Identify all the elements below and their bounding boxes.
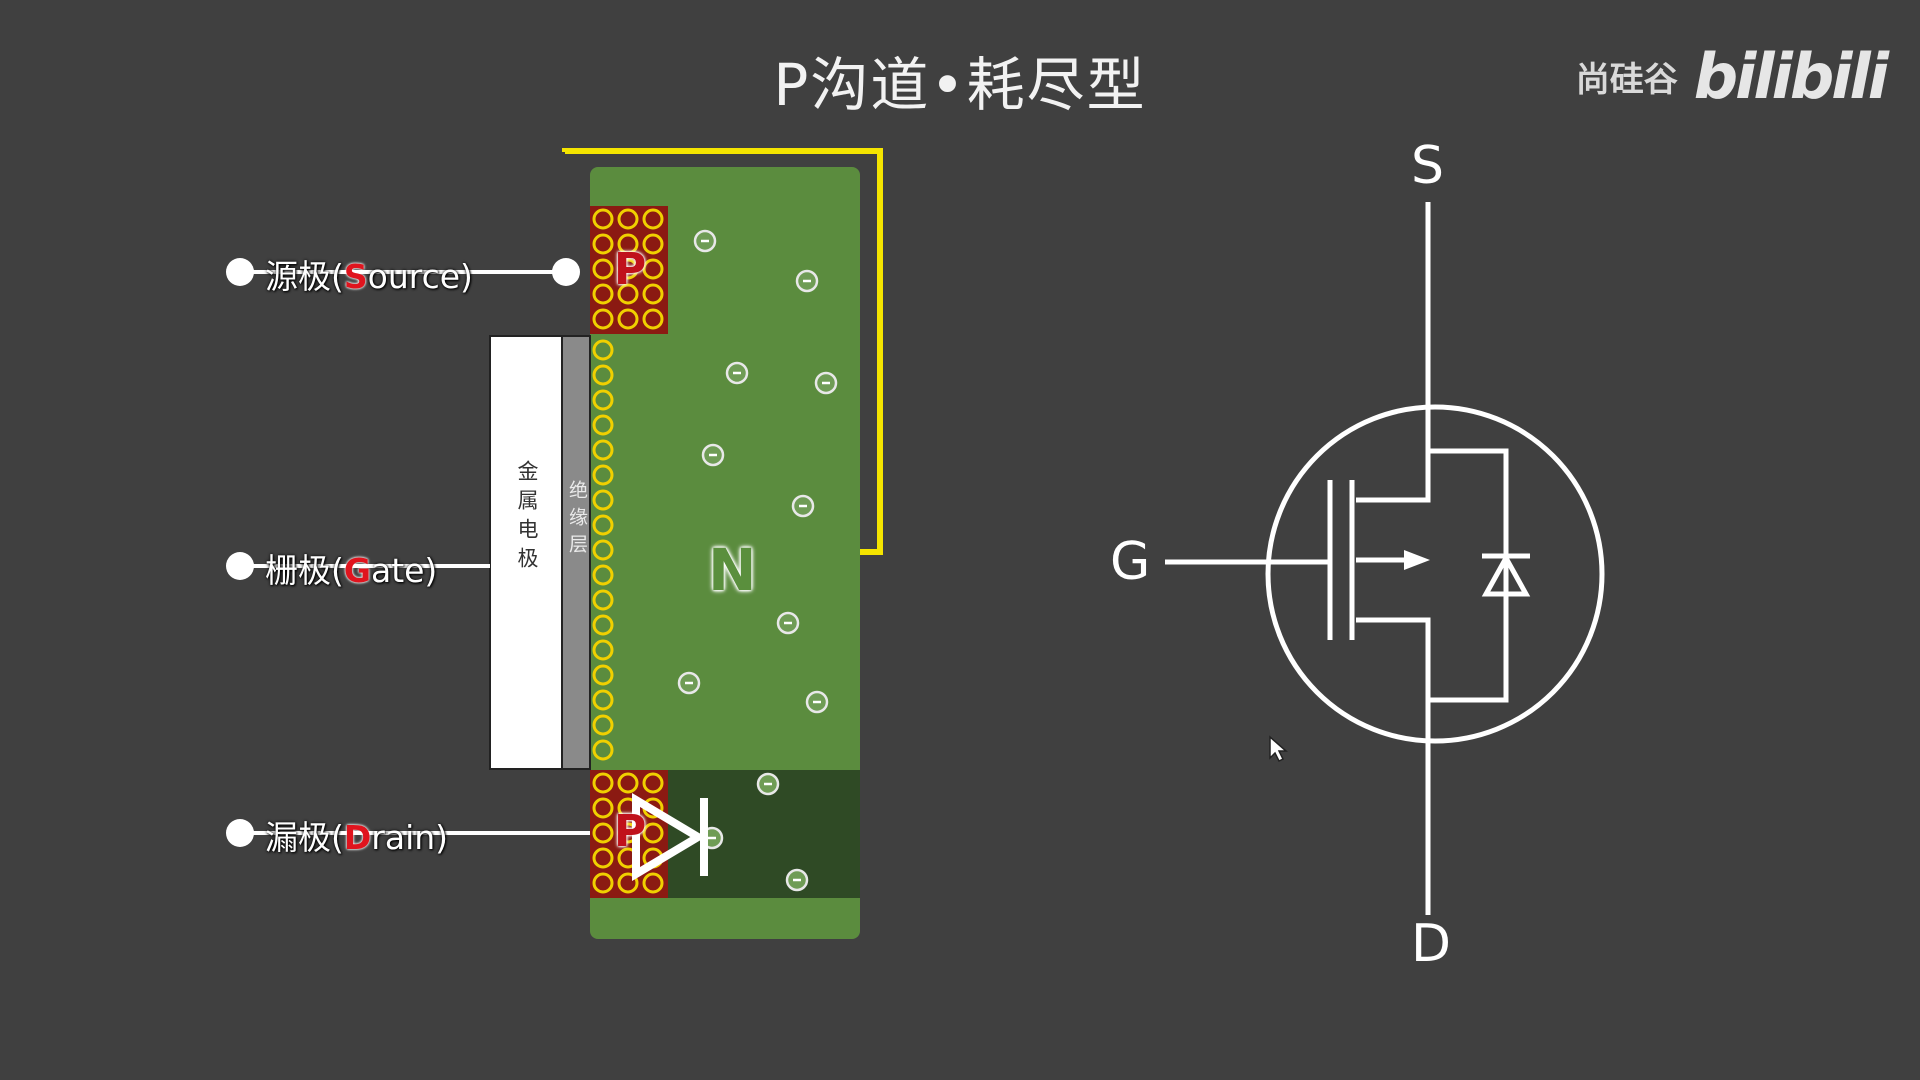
hole-carrier [592, 589, 614, 611]
hole-carrier [592, 664, 614, 686]
symbol-source-label: S [1411, 136, 1445, 196]
body-diode-wire [1428, 448, 1509, 703]
hole-carrier [592, 233, 614, 255]
hole-carrier [592, 539, 614, 561]
source-channel-line [1356, 451, 1431, 503]
hole-carrier [592, 283, 614, 305]
mouse-cursor-icon [1269, 735, 1288, 763]
gate-label: 栅极(Gate) [265, 544, 437, 592]
hole-carrier [592, 308, 614, 330]
electron-carrier [677, 671, 701, 695]
electron-carrier [791, 494, 815, 518]
bilibili-logo: bilibili [1693, 40, 1889, 113]
hole-carrier [592, 389, 614, 411]
hole-carrier [642, 772, 664, 794]
hole-carrier [592, 258, 614, 280]
electron-carrier [756, 772, 780, 796]
arrow-head-icon [1404, 550, 1430, 570]
hole-carrier [617, 872, 639, 894]
electron-carrier [776, 611, 800, 635]
hole-carrier [592, 797, 614, 819]
electron-carrier [693, 229, 717, 253]
hole-carrier [592, 439, 614, 461]
hole-carrier [617, 308, 639, 330]
hole-carrier [592, 689, 614, 711]
drain-dot [226, 819, 254, 847]
gate-label-cn: 栅极 [265, 551, 331, 590]
symbol-drain-label: D [1411, 914, 1452, 974]
hole-carrier [617, 208, 639, 230]
gate-label-rest: ate) [370, 551, 438, 590]
electron-carrier [785, 868, 809, 892]
source-label: 源极(Source) [265, 250, 473, 298]
mosfet-symbol [1165, 202, 1605, 915]
source-label-rest: ource) [367, 257, 473, 296]
hole-carrier [592, 847, 614, 869]
hole-carrier [592, 489, 614, 511]
hole-carrier [642, 872, 664, 894]
symbol-circle [1265, 404, 1605, 744]
hole-carrier [642, 233, 664, 255]
diode-icon [632, 792, 708, 882]
hole-carrier [592, 822, 614, 844]
hole-carrier [642, 208, 664, 230]
source-dot-right [552, 258, 580, 286]
hole-carrier [592, 639, 614, 661]
substrate-label: N [708, 536, 757, 604]
hole-carrier [592, 364, 614, 386]
electron-carrier [701, 443, 725, 467]
hole-carrier [592, 564, 614, 586]
hole-carrier [592, 872, 614, 894]
hole-carrier [642, 822, 664, 844]
electron-carrier [805, 690, 829, 714]
hole-carrier [592, 208, 614, 230]
electron-carrier [795, 269, 819, 293]
hole-carrier [592, 339, 614, 361]
hole-carrier [642, 283, 664, 305]
hole-carrier [592, 414, 614, 436]
hole-carrier [592, 739, 614, 761]
hole-carrier [617, 283, 639, 305]
electron-carrier [814, 371, 838, 395]
gate-label-initial: G [343, 551, 371, 590]
hole-carrier [617, 233, 639, 255]
hole-carrier [592, 714, 614, 736]
hole-carrier [617, 258, 639, 280]
drain-label-rest: rain) [371, 818, 449, 857]
source-dot-left [226, 258, 254, 286]
hole-carrier [617, 772, 639, 794]
source-label-cn: 源极 [265, 257, 331, 296]
drain-channel-line [1356, 617, 1431, 700]
hole-carrier [592, 614, 614, 636]
source-label-open: ( [331, 257, 344, 296]
n-substrate [590, 167, 860, 939]
hole-carriers [592, 208, 664, 894]
source-region-label: P [614, 244, 647, 295]
hole-carrier [592, 464, 614, 486]
hole-carrier [592, 772, 614, 794]
symbol-gate-label: G [1110, 532, 1151, 592]
brand: 尚硅谷 bilibili [1575, 40, 1889, 113]
gate-dot [226, 552, 254, 580]
hole-carrier [642, 258, 664, 280]
brand-name: 尚硅谷 [1575, 60, 1678, 100]
gate-label-open: ( [331, 551, 344, 590]
insulation-layer [561, 335, 591, 770]
drain-label: 漏极(Drain) [265, 811, 448, 859]
page-title: P沟道•耗尽型 [773, 51, 1147, 119]
drain-label-open: ( [331, 818, 344, 857]
drain-label-initial: D [343, 818, 372, 857]
insulation-layer-label: 绝缘层 [566, 480, 588, 561]
body-diode-triangle [1481, 552, 1531, 597]
drain-label-cn: 漏极 [265, 818, 331, 857]
hole-carrier [592, 514, 614, 536]
body-connection-wire [562, 148, 883, 555]
drain-region-label: P [614, 806, 647, 857]
electron-carrier [725, 361, 749, 385]
source-label-initial: S [343, 257, 368, 296]
metal-electrode-label: 金属电极 [515, 460, 539, 576]
hole-carrier [642, 308, 664, 330]
